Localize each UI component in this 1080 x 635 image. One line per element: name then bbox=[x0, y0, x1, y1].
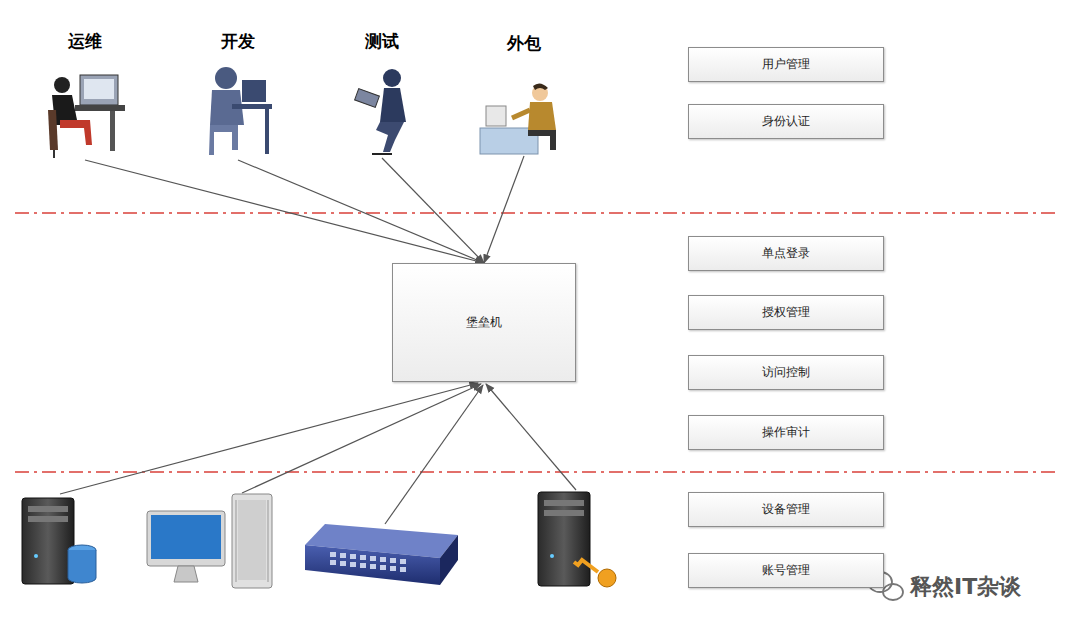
role-label: 开发 bbox=[191, 30, 285, 160]
role-label: 外包 bbox=[477, 32, 571, 156]
bastion-host-box: 堡垒机 bbox=[392, 263, 576, 382]
function-box: 设备管理 bbox=[688, 492, 884, 527]
workstation-icon bbox=[147, 494, 272, 588]
function-box: 用户管理 bbox=[688, 47, 884, 82]
role-name: 运维 bbox=[38, 30, 132, 53]
box-label: 单点登录 bbox=[762, 245, 810, 262]
ops-person-icon bbox=[48, 75, 125, 158]
function-box: 授权管理 bbox=[688, 295, 884, 330]
box-label: 授权管理 bbox=[762, 304, 810, 321]
access-arrow bbox=[484, 156, 524, 263]
role-name: 外包 bbox=[477, 32, 571, 55]
network-switch-icon bbox=[305, 524, 458, 585]
function-box: 操作审计 bbox=[688, 415, 884, 450]
db-server-icon bbox=[22, 498, 96, 584]
box-label: 堡垒机 bbox=[466, 314, 502, 331]
device-arrows bbox=[60, 383, 576, 524]
function-box: 访问控制 bbox=[688, 355, 884, 390]
box-label: 用户管理 bbox=[762, 56, 810, 73]
role-label: 测试 bbox=[335, 30, 429, 158]
access-arrow bbox=[85, 160, 484, 263]
access-arrow bbox=[382, 158, 484, 263]
auth-server-icon bbox=[538, 492, 616, 587]
watermark: 释然IT杂谈 bbox=[910, 572, 1021, 602]
outsource-person-icon bbox=[480, 83, 556, 154]
box-label: 访问控制 bbox=[762, 364, 810, 381]
function-box: 单点登录 bbox=[688, 236, 884, 271]
function-box: 身份认证 bbox=[688, 104, 884, 139]
function-box: 账号管理 bbox=[688, 553, 884, 588]
access-arrow bbox=[238, 160, 484, 263]
role-name: 开发 bbox=[191, 30, 285, 53]
box-label: 身份认证 bbox=[762, 113, 810, 130]
separator-line bbox=[15, 212, 1055, 214]
separator-line bbox=[15, 471, 1055, 473]
test-person-icon bbox=[355, 69, 406, 154]
box-label: 账号管理 bbox=[762, 562, 810, 579]
role-label: 运维 bbox=[38, 30, 132, 160]
box-label: 设备管理 bbox=[762, 501, 810, 518]
box-label: 操作审计 bbox=[762, 424, 810, 441]
dev-person-icon bbox=[209, 67, 272, 155]
role-name: 测试 bbox=[335, 30, 429, 53]
